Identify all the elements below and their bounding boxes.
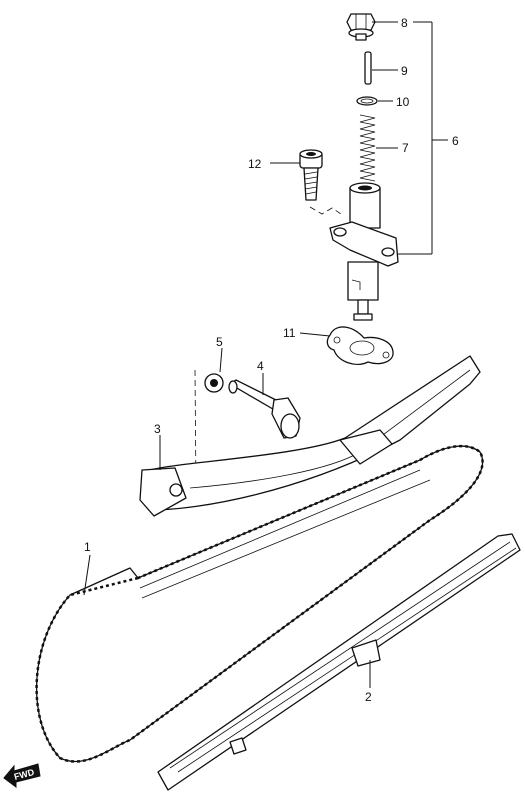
gasket-part-11 <box>326 326 394 365</box>
callout-12: 12 <box>248 157 262 171</box>
o-ring-part-10 <box>356 96 378 106</box>
spring-part-7 <box>359 114 376 182</box>
leader-lines <box>83 21 448 688</box>
callout-7: 7 <box>402 141 409 155</box>
pivot-bolt-part-4 <box>228 379 301 439</box>
bolt-part-12 <box>299 149 323 201</box>
callout-5: 5 <box>216 335 223 349</box>
callout-2: 2 <box>365 690 372 704</box>
callout-3: 3 <box>154 422 161 436</box>
callout-10: 10 <box>396 95 410 109</box>
tensioner-arm-part-3 <box>139 355 481 517</box>
chain-guide-part-2 <box>157 533 521 791</box>
callout-1: 1 <box>84 540 91 554</box>
cap-bolt-part-8 <box>346 13 376 41</box>
washer-part-5 <box>204 373 224 393</box>
callout-6: 6 <box>452 134 459 148</box>
fwd-arrow-icon: FWD <box>3 763 41 788</box>
rod-part-9 <box>364 51 372 85</box>
callout-11: 11 <box>283 326 296 340</box>
callout-9: 9 <box>401 64 408 78</box>
timing-chain-part-1 <box>35 444 484 763</box>
callout-4: 4 <box>257 359 264 373</box>
callout-8: 8 <box>401 16 408 30</box>
tensioner-body <box>329 182 399 321</box>
